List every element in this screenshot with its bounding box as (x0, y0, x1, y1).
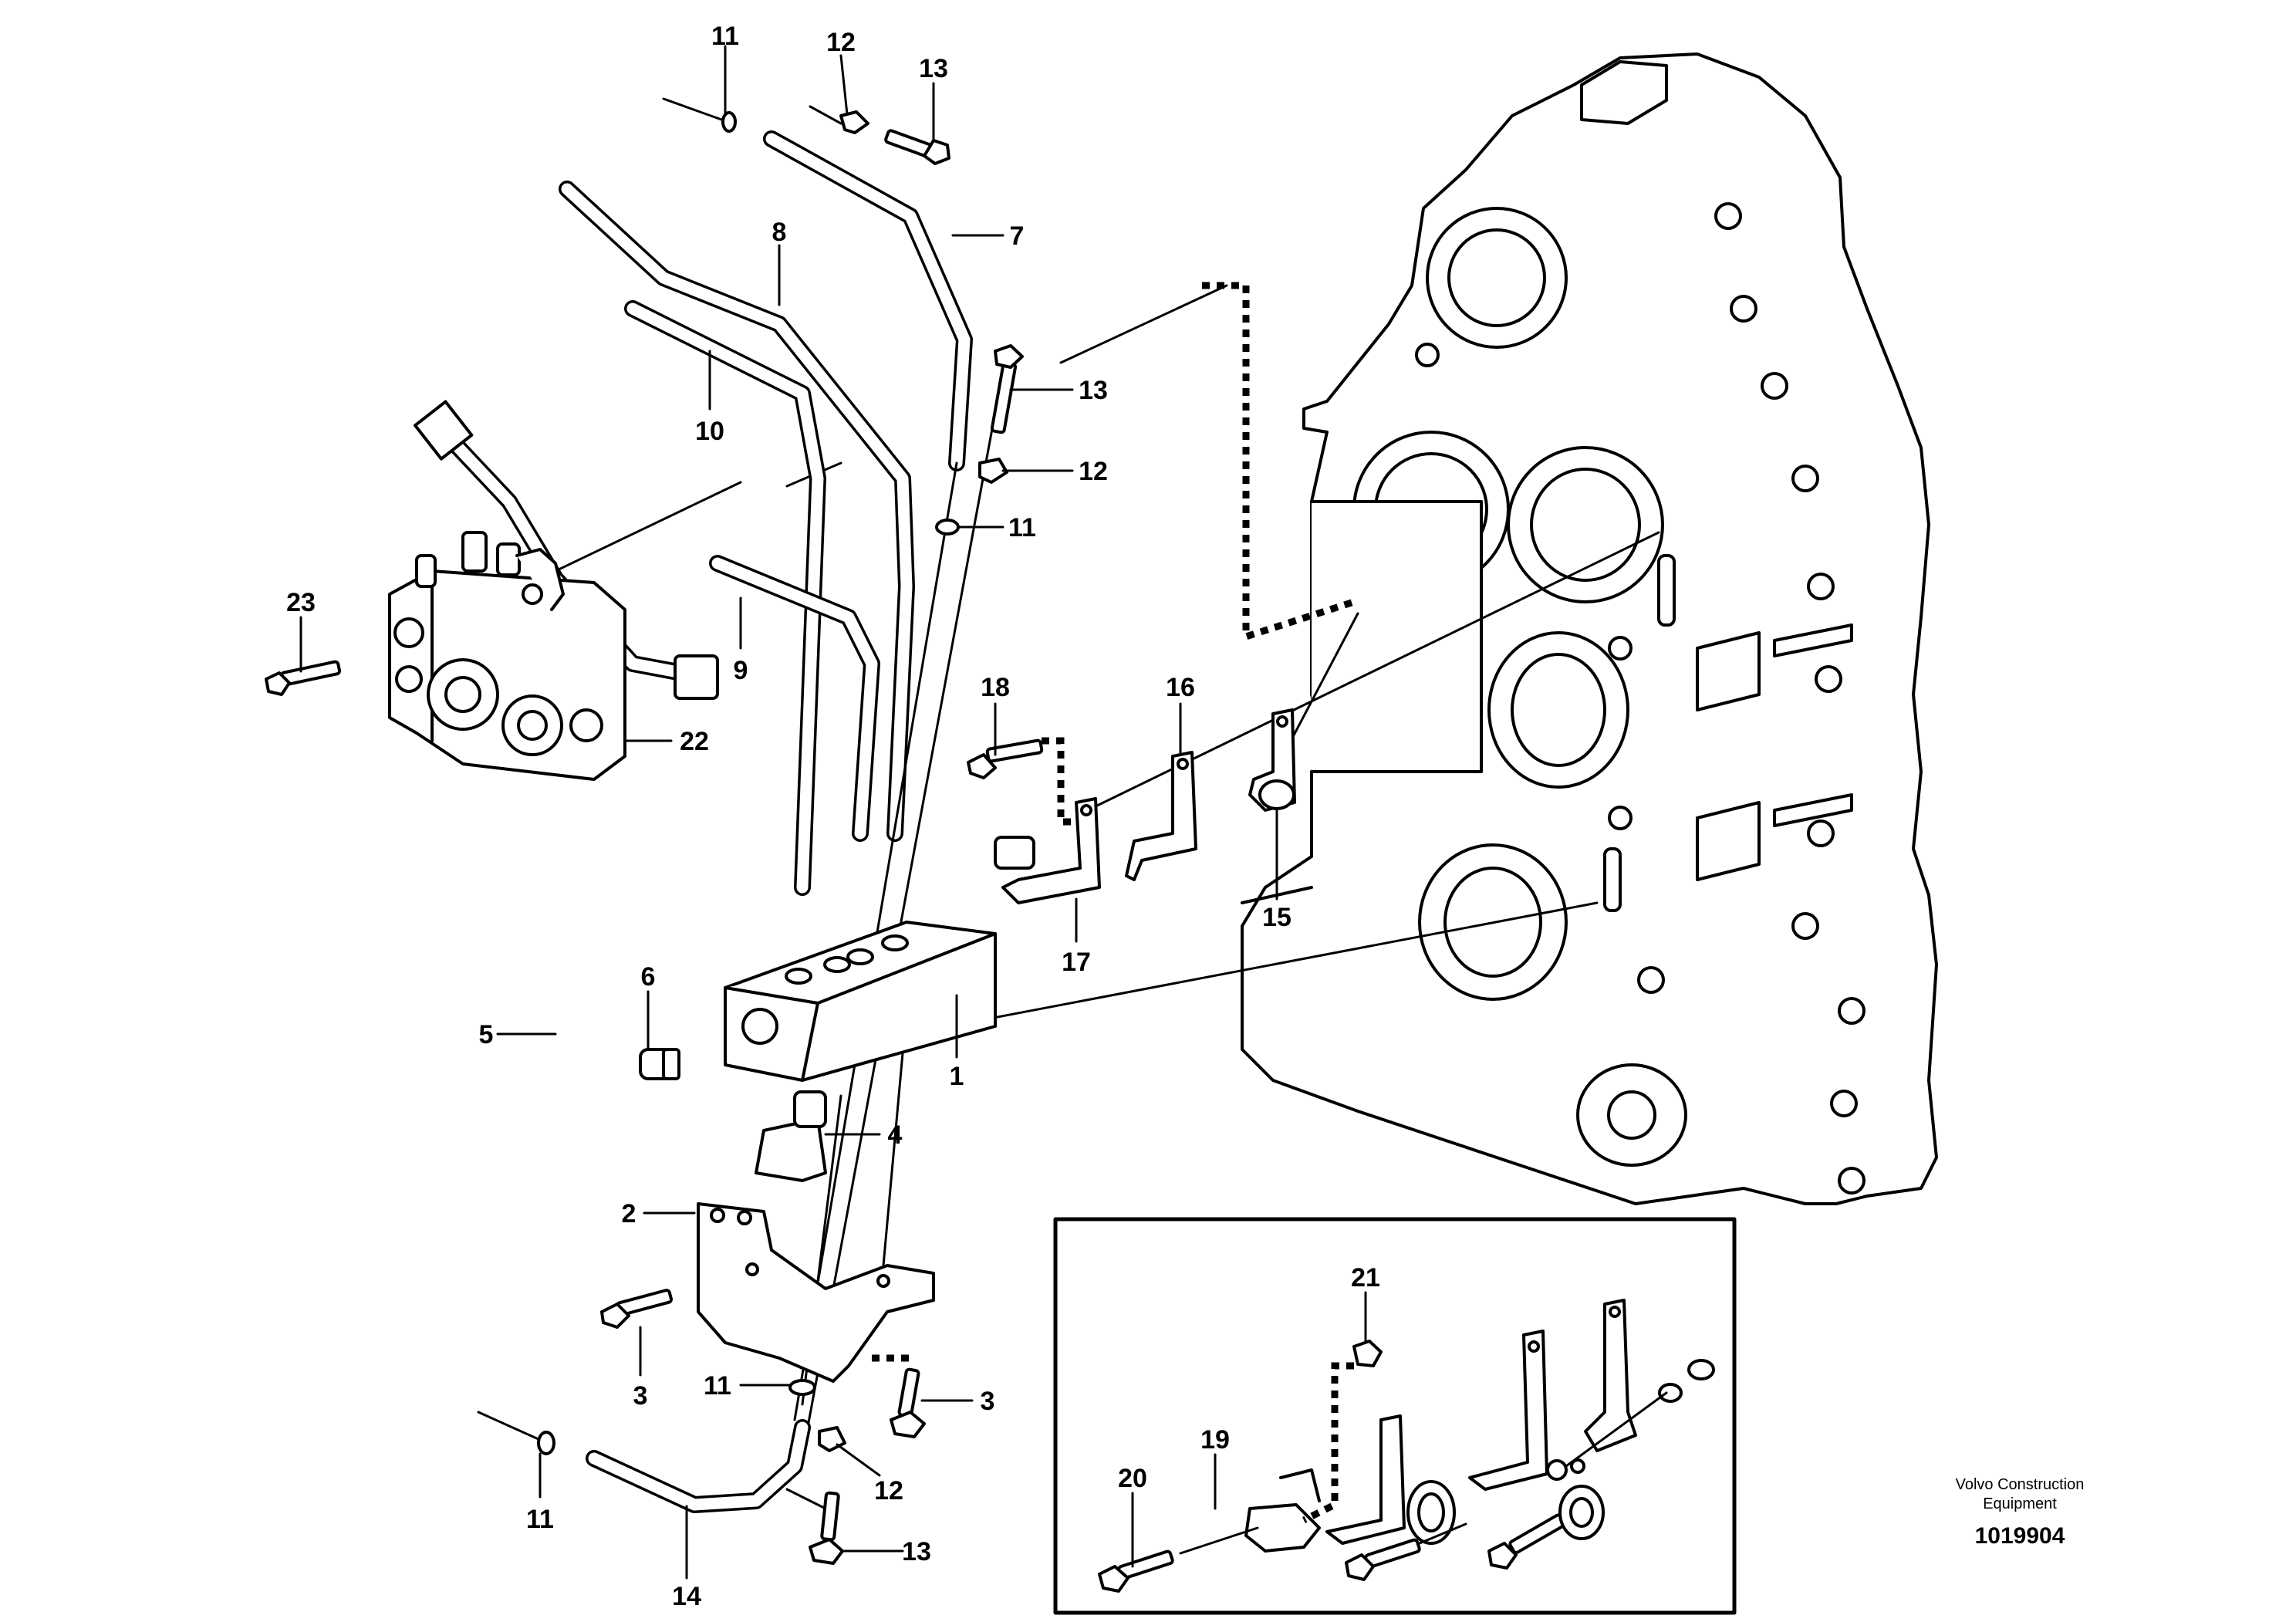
callout-11: 11 (704, 1371, 731, 1401)
figure-number: 1019904 (1975, 1523, 2065, 1549)
bracket-17 (994, 797, 1101, 904)
callout-3: 3 (633, 1381, 648, 1411)
callout-12: 12 (826, 28, 856, 57)
pipe-10 (624, 300, 826, 896)
detail-inset (1053, 1217, 1737, 1615)
callout-11: 11 (711, 22, 739, 51)
valve-block-22 (388, 531, 626, 781)
bolt-13-mid (990, 344, 1024, 434)
callout-9: 9 (734, 656, 748, 685)
callout-3: 3 (981, 1387, 995, 1416)
bolt-3-right (890, 1367, 926, 1438)
credit-line-1: Volvo Construction (1956, 1476, 2085, 1493)
bolt-13-top (884, 129, 950, 165)
bolt-23 (265, 660, 342, 696)
callout-10: 10 (695, 417, 724, 446)
callout-4: 4 (888, 1120, 903, 1150)
callout-22: 22 (680, 727, 709, 756)
o-ring-11-top (721, 111, 737, 133)
plug-6 (639, 1048, 680, 1080)
callout-23: 23 (286, 588, 316, 617)
pipe-14 (586, 1419, 811, 1513)
housing-studs (1415, 202, 1866, 1195)
callout-15: 15 (1262, 903, 1292, 932)
bolt-3-left (600, 1289, 673, 1329)
callout-12: 12 (1079, 457, 1108, 486)
callout-14: 14 (672, 1582, 701, 1611)
elbow-fitting-4 (755, 1090, 827, 1182)
callout-13: 13 (919, 54, 948, 83)
callout-5: 5 (479, 1020, 494, 1049)
callout-6: 6 (641, 962, 656, 992)
pipe-9 (709, 555, 880, 842)
credit-line-2: Equipment (1983, 1495, 2057, 1512)
callout-numbers: 11 12 13 8 7 13 10 12 11 23 9 22 18 16 1… (286, 22, 1380, 1611)
o-ring-11-lower (788, 1379, 816, 1396)
callout-1: 1 (950, 1062, 964, 1091)
callout-11: 11 (1008, 513, 1036, 542)
bolt-13-lower (809, 1491, 844, 1565)
distribution-block (724, 921, 997, 1082)
callout-19: 19 (1200, 1425, 1230, 1455)
o-ring-11-mid (935, 519, 960, 536)
clip-12-mid (978, 458, 1008, 484)
clip-12-top (839, 110, 869, 134)
bracket-16 (1125, 751, 1197, 881)
pipe-8 (559, 181, 915, 842)
callout-8: 8 (772, 218, 787, 247)
callout-16: 16 (1166, 673, 1195, 702)
callout-7: 7 (1010, 221, 1025, 251)
bracket-2 (697, 1202, 935, 1383)
publisher-credit: Volvo Construction Equipment 1019904 (1956, 1476, 2085, 1549)
callout-13: 13 (1079, 376, 1108, 405)
bracket-15 (1248, 708, 1296, 812)
callout-13: 13 (902, 1537, 931, 1566)
callout-17: 17 (1062, 948, 1091, 977)
pipe-7 (763, 130, 973, 471)
transmission-housing (1241, 52, 1938, 1205)
callout-2: 2 (622, 1199, 636, 1228)
o-ring-11-bottom (537, 1431, 555, 1455)
bolt-18 (967, 738, 1044, 779)
callout-11: 11 (526, 1505, 554, 1534)
callout-20: 20 (1118, 1464, 1147, 1493)
callout-leaders (299, 45, 1367, 1580)
callout-12: 12 (874, 1476, 903, 1505)
callout-21: 21 (1351, 1263, 1380, 1293)
callout-18: 18 (981, 673, 1010, 702)
